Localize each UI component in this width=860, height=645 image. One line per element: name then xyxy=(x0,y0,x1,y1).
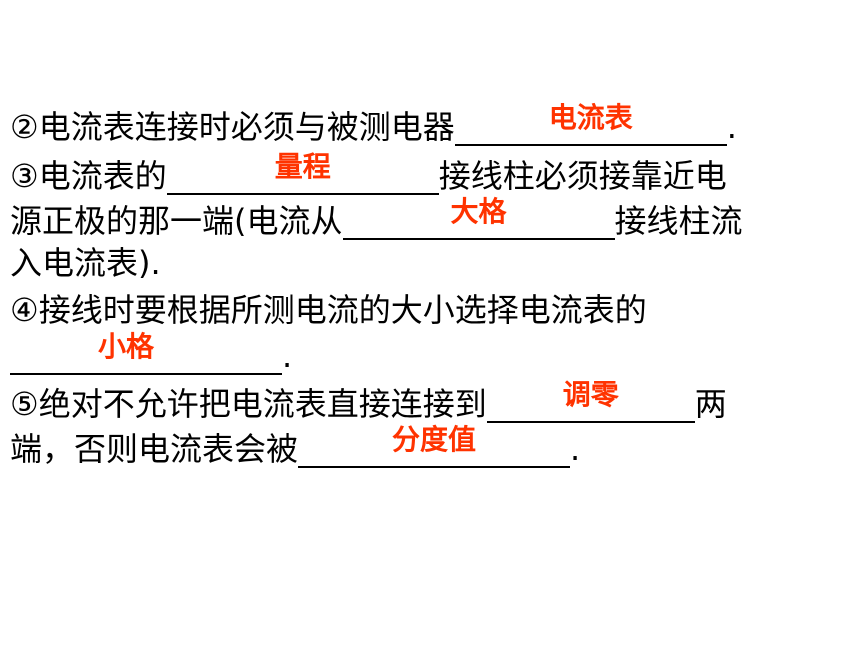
line-text: ⑤绝对不允许把电流表直接连接到 xyxy=(10,385,487,423)
fill-blank: 小格 xyxy=(10,329,282,375)
answer-text: 电流表 xyxy=(548,101,633,134)
line-text: 接线柱流 xyxy=(614,202,743,240)
line-8: 端，否则电流表会被 分度值. xyxy=(10,422,580,472)
line-text: . xyxy=(570,430,581,468)
line-3: 源正极的那一端(电流从 大格 接线柱流 xyxy=(10,194,743,244)
line-text: . xyxy=(726,108,737,146)
line-2: ③电流表的 量程 接线柱必须接靠近电 xyxy=(10,149,727,199)
line-text: 接线柱必须接靠近电 xyxy=(438,157,727,195)
answer-text: 小格 xyxy=(97,330,154,363)
line-5: ④接线时要根据所测电流的大小选择电流表的 xyxy=(10,285,647,335)
line-text: . xyxy=(282,337,293,375)
fill-blank: 大格 xyxy=(342,194,615,240)
line-text: 入电流表). xyxy=(10,244,161,282)
line-7: ⑤绝对不允许把电流表直接连接到 调零 两 xyxy=(10,377,727,427)
line-text: 端，否则电流表会被 xyxy=(10,430,299,468)
line-text: ④接线时要根据所测电流的大小选择电流表的 xyxy=(10,291,647,329)
fill-blank: 电流表 xyxy=(454,100,727,146)
line-text: ②电流表连接时必须与被测电器 xyxy=(10,108,455,146)
line-1: ②电流表连接时必须与被测电器 电流表. xyxy=(10,100,737,150)
answer-text: 分度值 xyxy=(392,423,477,456)
answer-text: 调零 xyxy=(562,378,619,411)
fill-blank: 量程 xyxy=(166,149,439,195)
line-4: 入电流表). xyxy=(10,238,161,288)
line-text: 源正极的那一端(电流从 xyxy=(10,202,343,240)
answer-text: 量程 xyxy=(274,150,331,183)
fill-blank: 调零 xyxy=(486,377,695,423)
line-text: 两 xyxy=(694,385,727,423)
answer-text: 大格 xyxy=(450,195,507,228)
line-6: 小格. xyxy=(10,329,292,379)
line-text: ③电流表的 xyxy=(10,157,167,195)
fill-blank: 分度值 xyxy=(298,422,571,468)
